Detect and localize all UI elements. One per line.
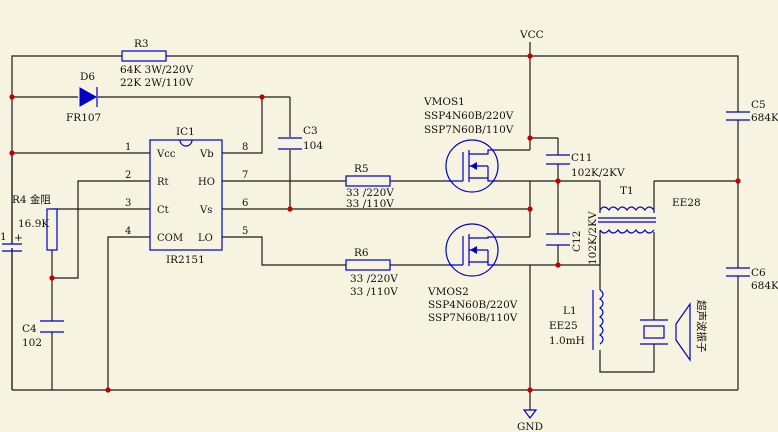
c4-value: 102 <box>22 337 42 349</box>
mosfet-vmos2 <box>445 223 499 277</box>
junction-dot <box>527 387 533 393</box>
l1-ref: L1 <box>563 305 577 317</box>
vmos2-ref: VMOS2 <box>427 286 469 298</box>
l1-core: EE25 <box>549 320 578 332</box>
r5-value-110v: 33 /110V <box>346 198 394 210</box>
r4-value: 16.9K <box>18 218 49 230</box>
resistor-r4 <box>46 208 58 251</box>
capacitor-c12 <box>546 233 570 246</box>
ic-pin-name: Rt <box>157 177 169 188</box>
ic-pin-number: 3 <box>125 198 131 209</box>
junction-dot <box>9 150 15 156</box>
d6-part: FR107 <box>66 112 101 124</box>
transformer-t1 <box>598 206 656 234</box>
ic-pin-name: Vb <box>199 149 214 160</box>
resistor-r3 <box>121 50 167 62</box>
r6-ref: R6 <box>354 247 369 259</box>
junction-dot <box>735 178 741 184</box>
c5-value: 684K <box>751 112 778 124</box>
ic-pin-name: LO <box>198 233 213 244</box>
ic-pin-number: 6 <box>242 198 248 209</box>
d6-ref: D6 <box>80 71 95 83</box>
mosfet-vmos1 <box>445 139 499 193</box>
junction-dot <box>105 387 111 393</box>
c12-ref: C12 <box>571 231 583 252</box>
transducer-label: 超声波振子 <box>695 300 708 353</box>
ic-pin-number: 1 <box>125 142 131 153</box>
capacitor-c6 <box>726 267 750 277</box>
r3-value-220v: 64K 3W/220V <box>120 64 194 76</box>
ic-pin-name: Vs <box>199 205 212 216</box>
gnd-symbol <box>522 409 538 419</box>
junction-dot <box>555 178 561 184</box>
r3-value-110v: 22K 2W/110V <box>120 77 194 89</box>
junction-dot <box>287 206 293 212</box>
resistor-r5 <box>345 175 391 187</box>
capacitor-c3 <box>278 137 302 150</box>
capacitor-c11 <box>546 154 570 165</box>
junction-dot <box>527 206 533 212</box>
vmos2-part-220v: SSP4N60B/220V <box>428 299 518 311</box>
ic-pin-number: 2 <box>125 170 131 181</box>
r6-value-110v: 33 /110V <box>350 286 398 298</box>
c6-value: 684K <box>751 280 778 292</box>
vmos2-part-110v: SSP7N60B/110V <box>428 312 518 324</box>
c1-plus: + <box>14 232 23 244</box>
junction-dot <box>49 275 55 281</box>
ic-pin-name: Vcc <box>156 149 176 160</box>
c3-value: 104 <box>303 140 323 152</box>
capacitor-c5 <box>726 111 750 121</box>
vmos1-part-220v: SSP4N60B/220V <box>424 110 514 122</box>
r5-value-220v: 33 /220V <box>346 187 394 199</box>
wires <box>11 42 739 410</box>
c3-ref: C3 <box>303 125 318 137</box>
c5-ref: C5 <box>751 99 766 111</box>
ic-pin-name: Ct <box>157 205 169 216</box>
c4-ref: C4 <box>22 323 37 335</box>
capacitor-c4 <box>40 320 64 333</box>
c11-value: 102K/2KV <box>571 167 625 179</box>
c6-ref: C6 <box>751 267 766 279</box>
vmos1-part-110v: SSP7N60B/110V <box>424 124 514 136</box>
junction-dot <box>527 53 533 59</box>
junction-dot <box>259 94 265 100</box>
junction-dot <box>9 94 15 100</box>
junction-dot <box>555 262 561 268</box>
ic-pin-number: 4 <box>125 226 131 237</box>
c12-value: 102K/2KV <box>587 211 599 265</box>
c11-ref: C11 <box>571 152 592 164</box>
ultrasonic-transducer <box>640 302 691 362</box>
ic-pin-name: COM <box>157 233 183 244</box>
r6-value-220v: 33 /220V <box>350 273 398 285</box>
t1-core: EE28 <box>672 197 701 209</box>
inductor-l1 <box>592 289 604 350</box>
r5-ref: R5 <box>354 163 369 175</box>
ic-ir2151 <box>149 139 223 251</box>
ic-pin-number: 7 <box>242 170 248 181</box>
vmos1-ref: VMOS1 <box>423 96 465 108</box>
ic-pin-name: HO <box>198 177 215 188</box>
r3-ref: R3 <box>134 38 149 50</box>
t1-ref: T1 <box>620 185 634 197</box>
gnd-label: GND <box>517 421 543 432</box>
ic-pin-number: 8 <box>242 142 248 153</box>
capacitor-c1 <box>2 243 22 252</box>
junctions <box>9 53 741 393</box>
ic-ref: IC1 <box>176 126 195 138</box>
l1-value: 1.0mH <box>549 335 585 347</box>
junction-dot <box>527 135 533 141</box>
resistor-r6 <box>345 259 391 271</box>
c1-ref: 1 <box>0 231 7 243</box>
ic-pin-number: 5 <box>242 226 248 237</box>
ic-part: IR2151 <box>166 254 205 266</box>
diode-d6 <box>79 87 98 107</box>
r4-ref: R4 金阻 <box>12 193 51 206</box>
vcc-label: VCC <box>519 29 544 41</box>
